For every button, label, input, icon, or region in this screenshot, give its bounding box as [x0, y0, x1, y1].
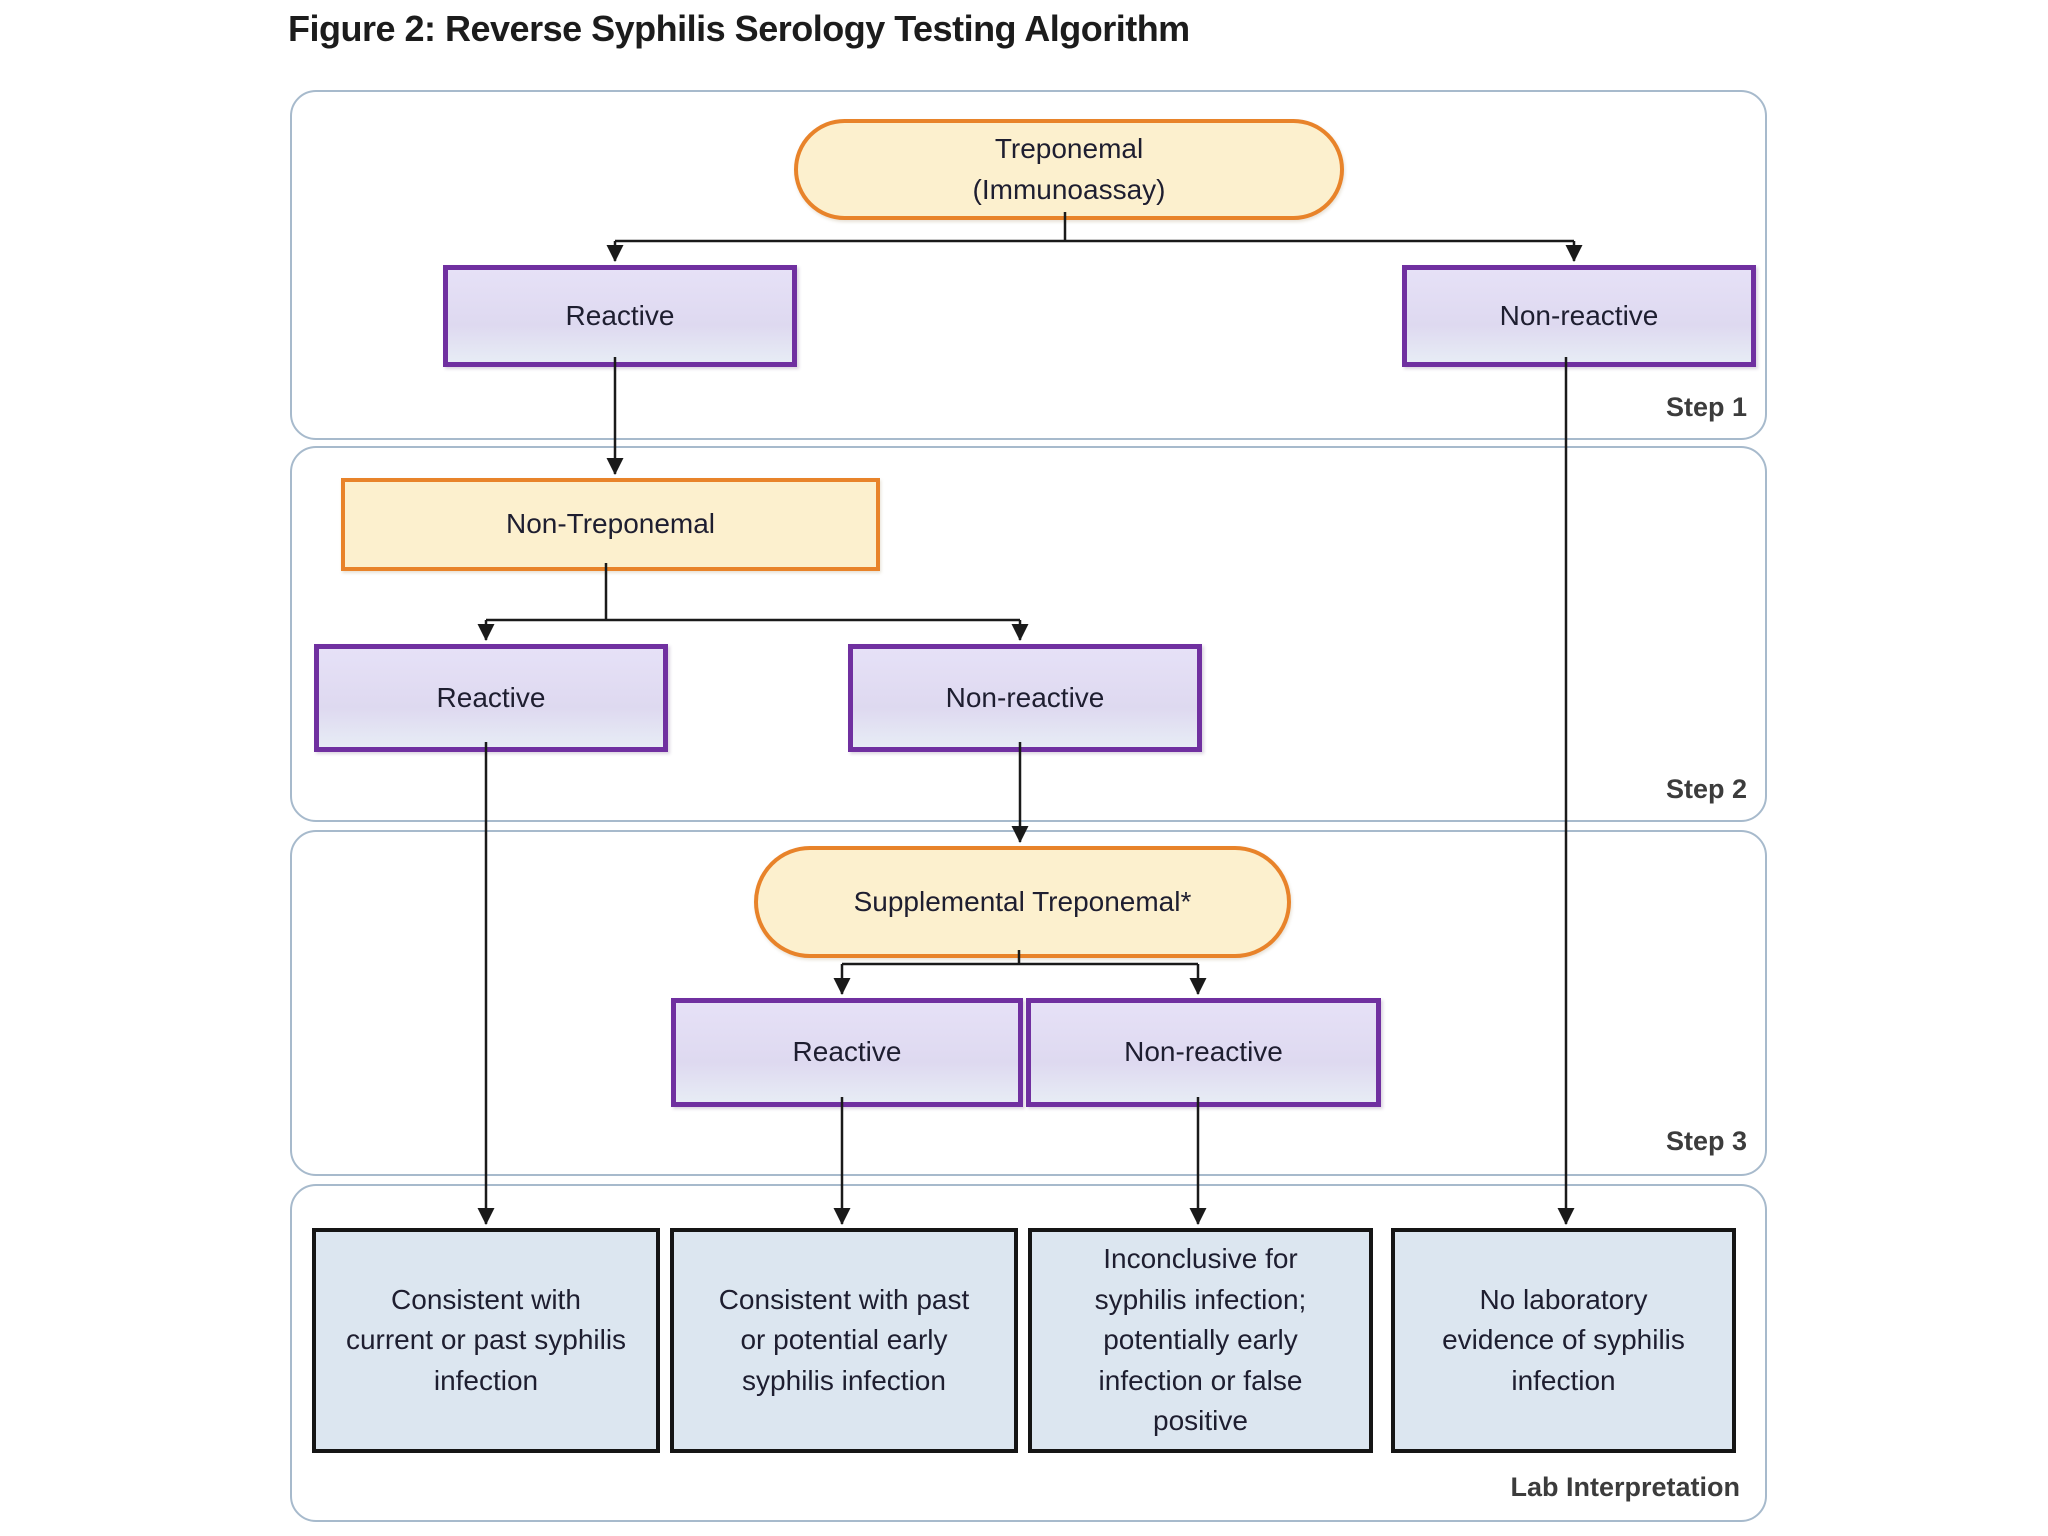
non-treponemal-text: Non-Treponemal [505, 508, 716, 540]
step2-reactive-node: Reactive [314, 644, 668, 752]
step3-reactive-node: Reactive [671, 998, 1023, 1107]
step1-nonreactive-text: Non-reactive [1499, 299, 1659, 331]
treponemal-immunoassay-node: Treponemal (Immunoassay) [794, 119, 1344, 220]
step2-label: Step 2 [1665, 774, 1747, 804]
lab-result-no-evidence-node: No laboratory evidence of syphilis infec… [1391, 1228, 1736, 1453]
treponemal-immunoassay-text: Treponemal (Immunoassay) [972, 132, 1166, 205]
step1-nonreactive-node: Non-reactive [1402, 265, 1756, 367]
step1-label: Step 1 [1665, 392, 1747, 422]
step3-nonreactive-node: Non-reactive [1026, 998, 1381, 1107]
lab-result-current-or-past-text: Consistent with current or past syphilis… [345, 1283, 627, 1396]
supplemental-treponemal-node: Supplemental Treponemal* [754, 846, 1291, 958]
lab-result-past-or-early-node: Consistent with past or potential early … [670, 1228, 1018, 1453]
lab-result-inconclusive-node: Inconclusive for syphilis infection; pot… [1028, 1228, 1373, 1453]
step2-nonreactive-text: Non-reactive [945, 681, 1105, 713]
step1-reactive-text: Reactive [565, 299, 675, 331]
step3-reactive-text: Reactive [792, 1036, 902, 1068]
supplemental-treponemal-text: Supplemental Treponemal* [853, 885, 1192, 917]
step3-label: Step 3 [1665, 1126, 1747, 1156]
lab-interpretation-label: Lab Interpretation [1510, 1472, 1740, 1502]
step2-reactive-text: Reactive [436, 681, 546, 713]
lab-result-past-or-early-text: Consistent with past or potential early … [718, 1283, 970, 1396]
lab-result-inconclusive-text: Inconclusive for syphilis infection; pot… [1094, 1243, 1307, 1437]
step1-reactive-node: Reactive [443, 265, 797, 367]
lab-result-current-or-past-node: Consistent with current or past syphilis… [312, 1228, 660, 1453]
non-treponemal-node: Non-Treponemal [341, 478, 880, 571]
step3-nonreactive-text: Non-reactive [1124, 1036, 1283, 1068]
step2-nonreactive-node: Non-reactive [848, 644, 1202, 752]
lab-result-no-evidence-text: No laboratory evidence of syphilis infec… [1442, 1283, 1685, 1396]
figure-title: Figure 2: Reverse Syphilis Serology Test… [288, 8, 1190, 49]
